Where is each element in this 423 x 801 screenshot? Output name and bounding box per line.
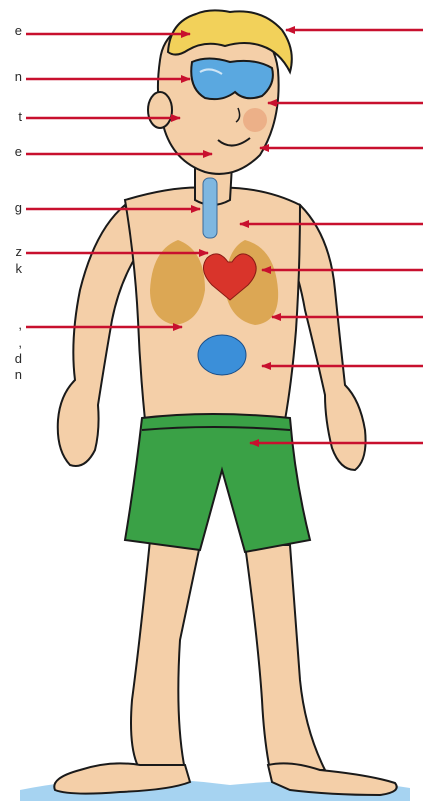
cheek: [243, 108, 267, 132]
legs: [54, 540, 396, 795]
windpipe: [203, 178, 217, 238]
shorts: [125, 414, 310, 552]
ear: [148, 92, 172, 128]
goggles: [191, 59, 273, 100]
left-arm: [58, 205, 140, 466]
stomach: [198, 335, 246, 375]
